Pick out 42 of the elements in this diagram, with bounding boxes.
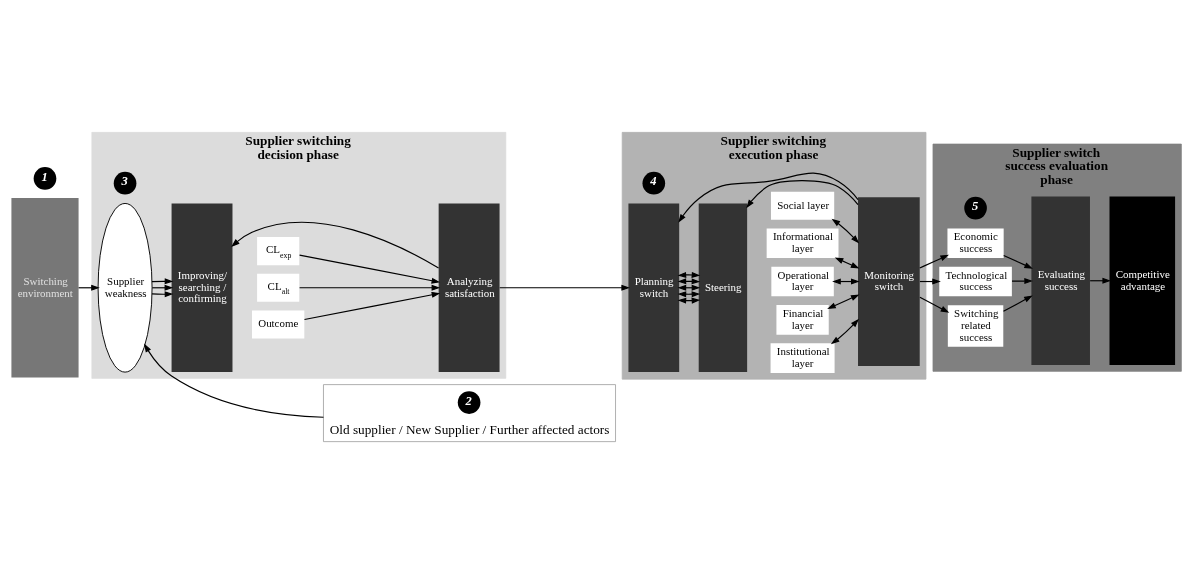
node-box: Social layer xyxy=(770,191,835,220)
node-box: Financial layer xyxy=(776,304,829,335)
arrow xyxy=(831,218,860,243)
arrow xyxy=(919,296,950,313)
node-circle: 3 xyxy=(113,171,137,194)
node-circle: 4 xyxy=(642,171,666,194)
node-circle: 5 xyxy=(964,196,987,219)
arrow xyxy=(499,284,630,291)
arrow xyxy=(834,256,860,269)
arrow xyxy=(746,179,859,208)
node-circle: 1 xyxy=(33,166,57,190)
arrow xyxy=(677,271,701,278)
arrow xyxy=(144,343,325,418)
node-box: Outcome xyxy=(252,309,305,339)
arrow xyxy=(299,254,441,284)
arrow xyxy=(830,318,860,344)
node-box: Institutional layer xyxy=(770,342,835,373)
arrow xyxy=(303,291,441,320)
arrow xyxy=(151,290,174,297)
arrow xyxy=(919,254,949,269)
node-box: Evaluating success xyxy=(1031,195,1090,365)
node-box: Informational layer xyxy=(766,227,839,258)
node-box: Monitoring switch xyxy=(858,196,920,366)
arrow xyxy=(1002,294,1033,312)
node-box: Improving/ searching / confirming xyxy=(171,202,233,372)
node-box: Planning switch xyxy=(628,202,680,372)
node-box: Economic success xyxy=(947,227,1004,258)
node-box: Operational layer xyxy=(771,266,834,296)
node-box: Competitive advantage xyxy=(1109,195,1176,365)
arrow xyxy=(1011,277,1033,284)
node-box: Technological success xyxy=(939,266,1012,296)
node-box: CL$_{exp}$ xyxy=(257,236,300,265)
arrow xyxy=(1003,254,1033,269)
node-circle: 2 xyxy=(457,390,481,414)
arrow xyxy=(827,293,860,309)
node-box: Switching related success xyxy=(947,304,1004,347)
node-box: CL$_{alt}$ xyxy=(257,273,300,302)
node-box: Switching environment xyxy=(11,197,79,378)
arrow xyxy=(299,284,441,291)
node-box: Steering xyxy=(698,202,748,372)
node-box: Analyzing satisfaction xyxy=(438,202,500,372)
arrow xyxy=(231,221,440,269)
